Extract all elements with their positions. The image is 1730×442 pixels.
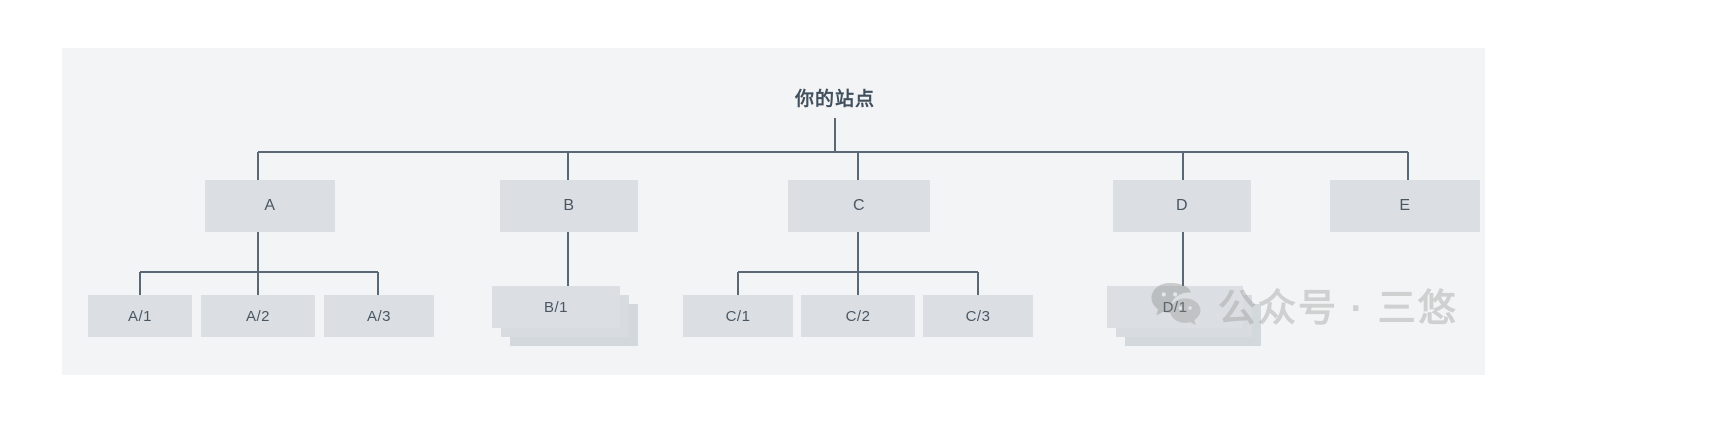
node-b1[interactable]: B/1: [492, 286, 620, 328]
node-c1[interactable]: C/1: [683, 295, 793, 337]
root-node-label: 你的站点: [794, 89, 875, 110]
node-a2[interactable]: A/2: [201, 295, 315, 337]
node-c[interactable]: C: [788, 180, 930, 232]
node-e[interactable]: E: [1330, 180, 1480, 232]
node-a3[interactable]: A/3: [324, 295, 434, 337]
node-b1-stack[interactable]: B/1: [492, 286, 638, 346]
node-a1[interactable]: A/1: [88, 295, 192, 337]
node-c3[interactable]: C/3: [923, 295, 1033, 337]
node-c2[interactable]: C/2: [801, 295, 915, 337]
node-d1-stack[interactable]: D/1: [1107, 286, 1261, 346]
node-d[interactable]: D: [1113, 180, 1251, 232]
node-b[interactable]: B: [500, 180, 638, 232]
node-d1[interactable]: D/1: [1107, 286, 1243, 328]
node-a[interactable]: A: [205, 180, 335, 232]
